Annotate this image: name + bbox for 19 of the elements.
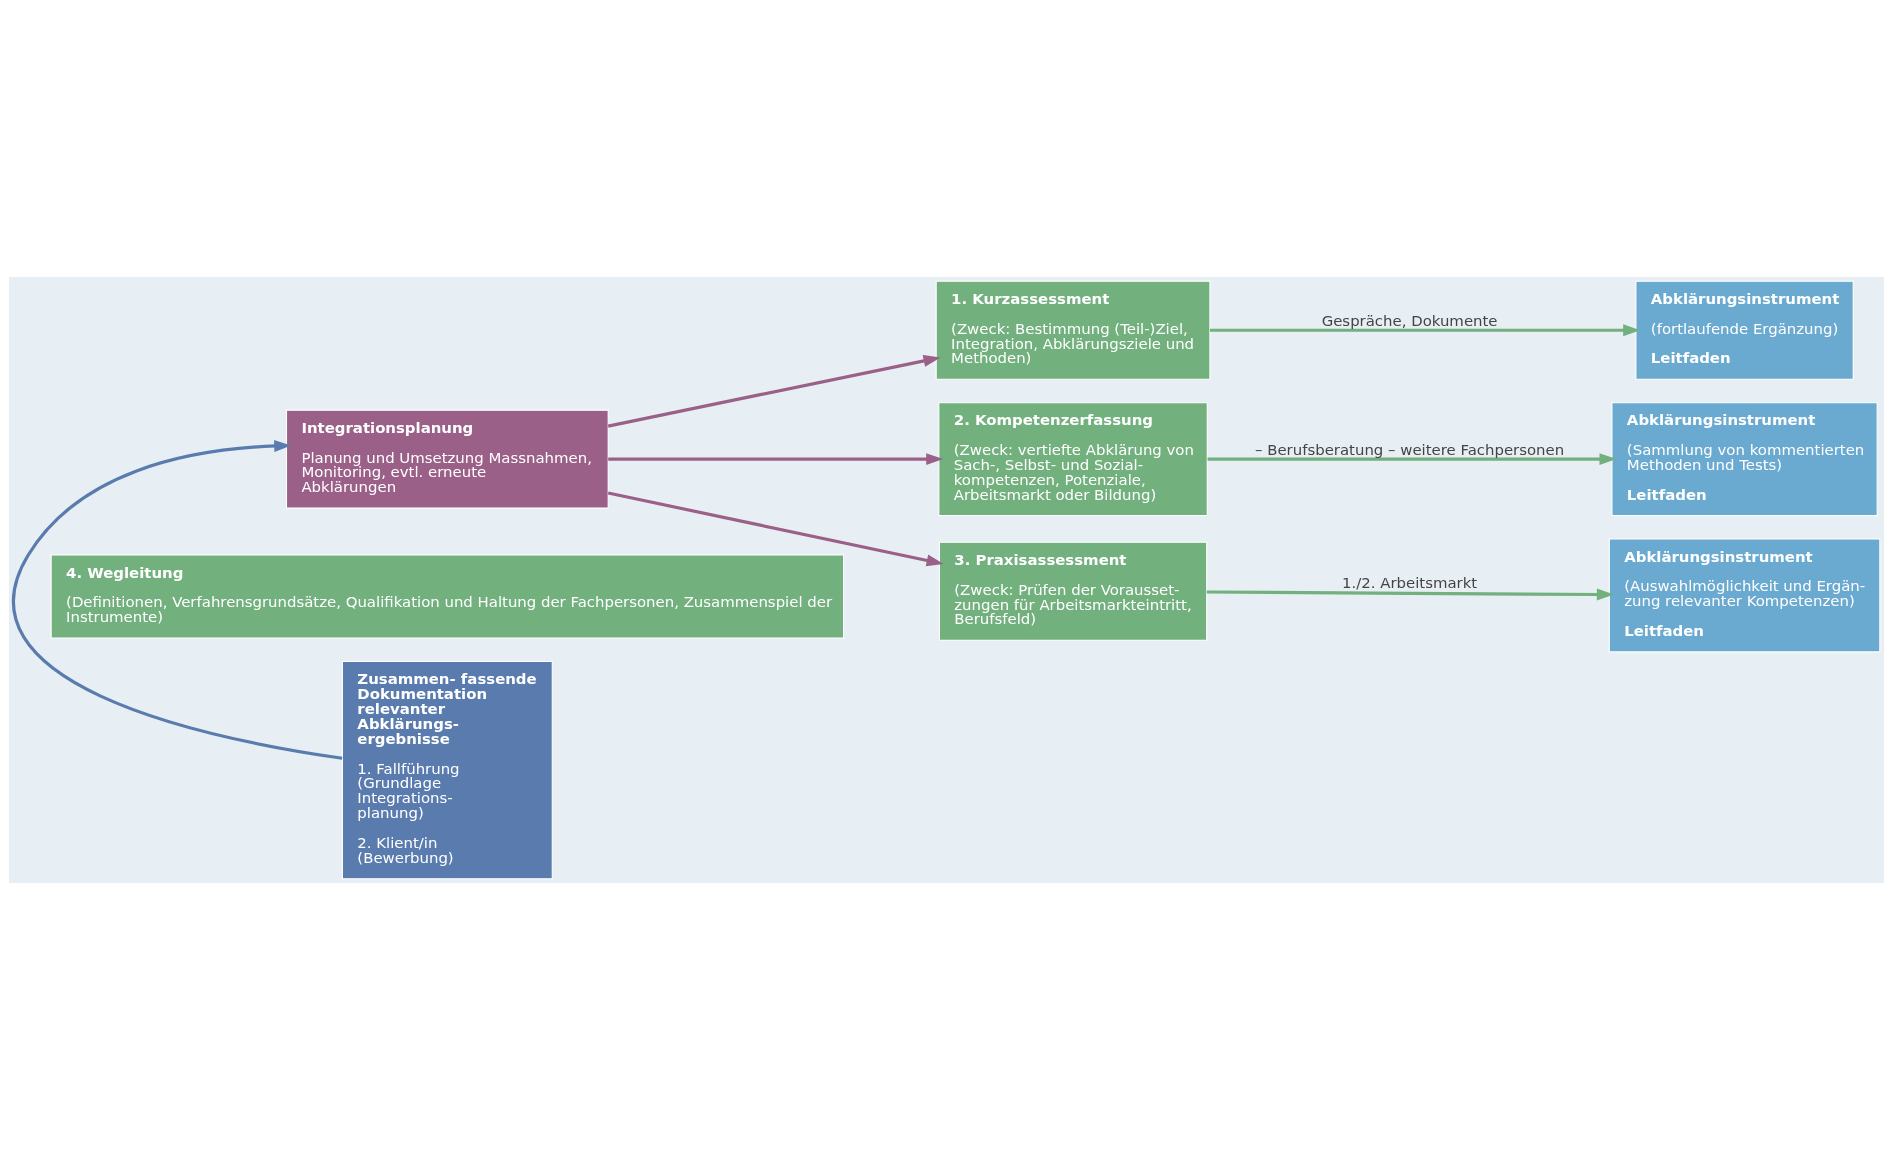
edge-label: 1./2. Arbeitsmarkt (1342, 573, 1478, 592)
node-box: 3. Praxisassessment (Zweck: Prüfen der Vorausset- zungen für Arbeitsmarkteintritt, Berufsfeld) (938, 541, 1208, 641)
arrow (12, 439, 343, 760)
node-box: Abklärungsinstrument (fortlaufende Ergänzung) Leitfaden (1635, 280, 1854, 380)
arrow (607, 354, 941, 428)
edge-label: – Berufsberatung – weitere Fachpersonen (1255, 440, 1565, 459)
arrow (1207, 452, 1617, 465)
arrow (1206, 588, 1614, 600)
node-box: Integrationsplanung Planung und Umsetzung Massnahmen, Monitoring, evtl. erneute Abklärungen (286, 409, 609, 509)
arrow (1210, 323, 1641, 336)
edge-label: Gespräche, Dokumente (1321, 311, 1498, 330)
arrow (607, 490, 944, 566)
node-box: 2. Kompetenzerfassung (Zweck: vertiefte Abklärung von Sach-, Selbst- und Sozial- kompetenzen, Potenziale, Arbeitsmarkt oder Bildung) (938, 401, 1208, 516)
node-box: Zusammen- fassende Dokumentation relevanter Abklärungs- ergebnisse 1. Fallführung (Grundlage Integrations- planung) 2. Klient/in (Bewerbung) (341, 660, 553, 879)
node-box: Abklärungsinstrument (Auswahlmöglichkeit und Ergän- zung relevanter Kompetenzen) Leitfaden (1608, 537, 1881, 652)
arrow (608, 452, 944, 465)
node-box: 4. Wegleitung (Definitionen, Verfahrensgrundsätze, Qualifikation und Haltung der Fachpersonen, Zusammenspiel der Instrumente) (50, 553, 845, 639)
node-box: Abklärungsinstrument (Sammlung von kommentierten Methoden und Tests) Leitfaden (1611, 401, 1878, 516)
node-box: 1. Kurzassessment (Zweck: Bestimmung (Teil-)Ziel, Integration, Abklärungsziele und Methoden) (935, 280, 1211, 380)
